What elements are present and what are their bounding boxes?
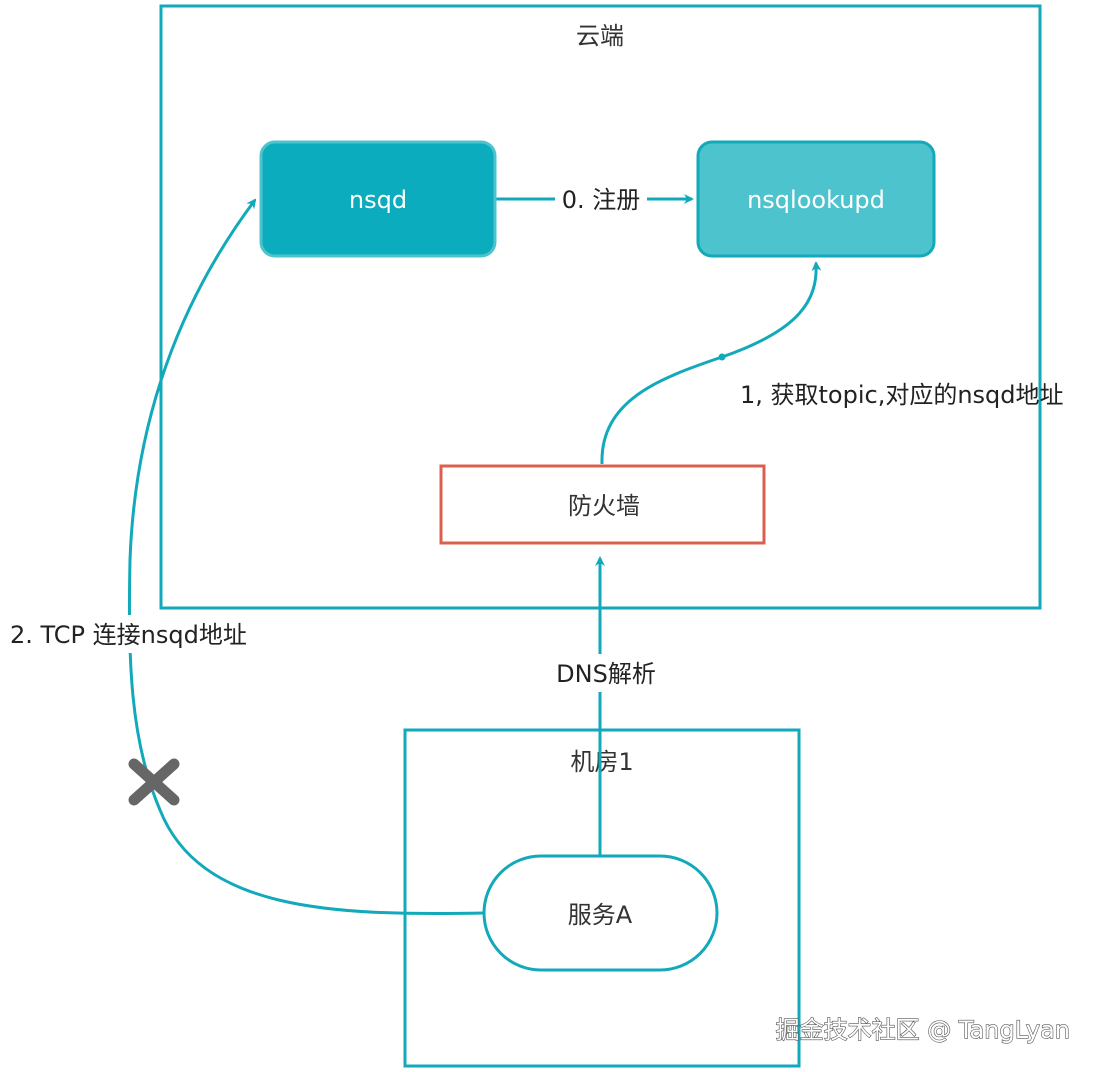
dns-label: DNS解析 <box>556 660 656 688</box>
nsqlookupd-node: nsqlookupd <box>696 140 936 258</box>
nsqd-label: nsqd <box>349 186 407 214</box>
datacenter-label: 机房1 <box>570 748 633 776</box>
cross-icon <box>128 758 180 806</box>
lookup-label: 1, 获取topic,对应的nsqd地址 <box>740 381 1064 409</box>
service-a-node: 服务A <box>482 854 719 972</box>
lookup-edge <box>600 261 822 465</box>
nsqd-node: nsqd <box>259 140 497 258</box>
firewall-node: 防火墙 <box>439 464 766 545</box>
firewall-label: 防火墙 <box>568 492 640 520</box>
datacenter-container <box>403 728 801 1068</box>
register-label-bg <box>555 181 647 217</box>
tcp-label: 2. TCP 连接nsqd地址 <box>10 621 247 649</box>
lookup-edge-waypoint <box>718 353 726 361</box>
service-a-label: 服务A <box>568 901 633 929</box>
nsqlookupd-label: nsqlookupd <box>747 186 885 214</box>
tcp-label-bg <box>6 615 268 653</box>
watermark: 掘金技术社区 @ TangLyan <box>776 1016 1070 1044</box>
tcp-edge <box>127 198 485 916</box>
dns-label-bg <box>545 654 665 692</box>
cloud-label: 云端 <box>576 22 624 50</box>
register-label: 0. 注册 <box>562 186 641 214</box>
